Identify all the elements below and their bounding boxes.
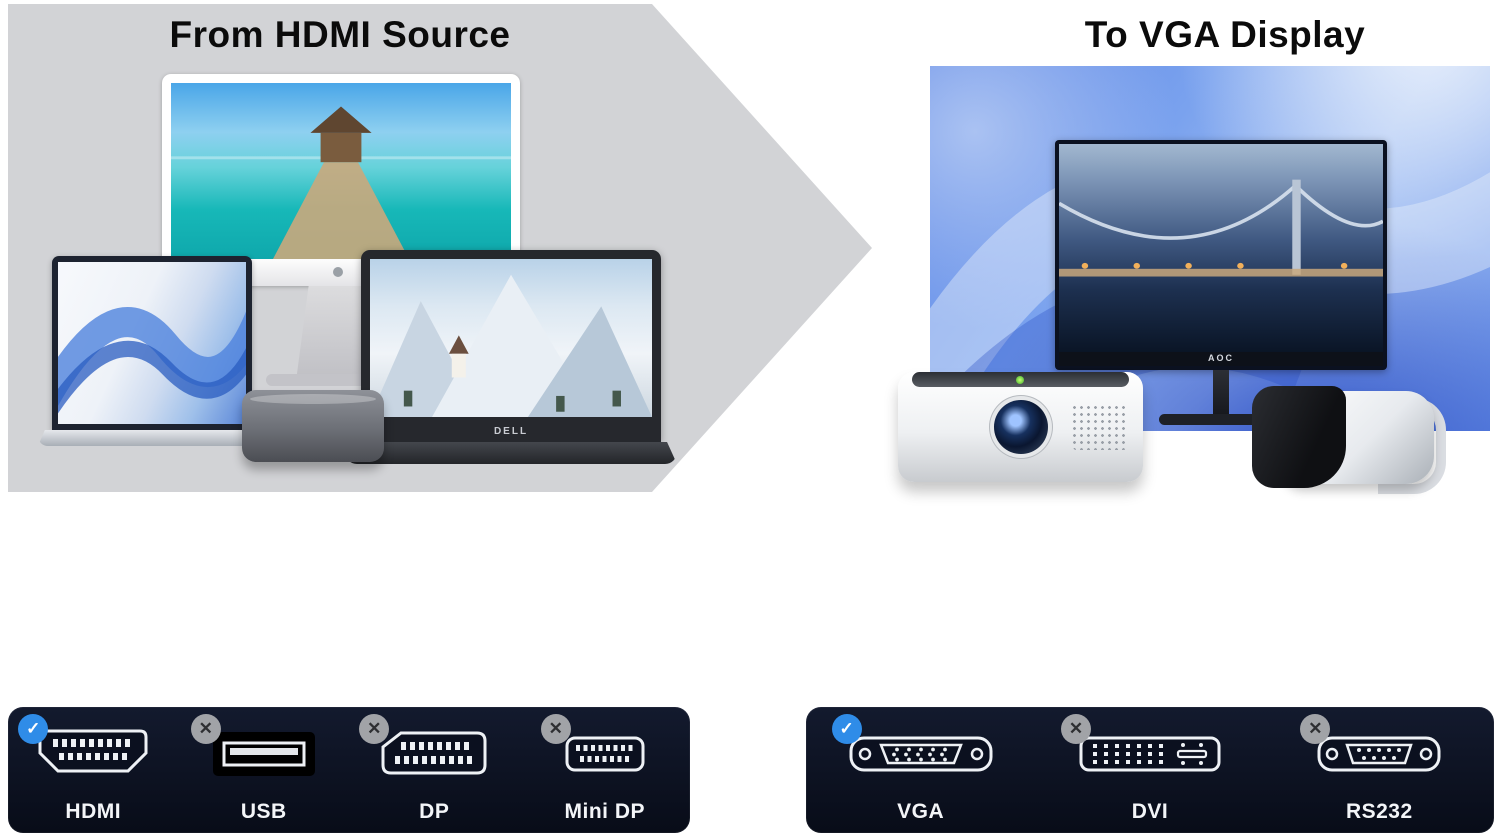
apple-logo-icon (333, 267, 343, 277)
display-title: To VGA Display (1084, 14, 1366, 55)
connector-vga: ✓ (806, 707, 1035, 833)
connector-rs232: ✕ RS232 (1265, 707, 1494, 833)
monitor-base (1159, 414, 1283, 425)
connector-label: USB (240, 800, 287, 823)
mini-displayport-icon (565, 736, 645, 772)
monitor-wallpaper-bridge (1059, 144, 1383, 352)
connector-label: VGA (897, 800, 945, 823)
connector-dvi: ✕ (1035, 707, 1264, 833)
connector-mini-dp: ✕ Mini DP (520, 707, 691, 833)
displayport-icon (381, 731, 487, 775)
monitor-image: AOC (1055, 140, 1387, 436)
connector-label: Mini DP (564, 800, 645, 823)
laptop-right-screen: DELL (361, 250, 661, 442)
rs232-port-icon (1317, 736, 1441, 772)
vr-faceplate (1252, 386, 1346, 488)
cross-badge: ✕ (1300, 714, 1331, 744)
source-connector-panel: ✓ HDMI (8, 707, 690, 833)
projector-vent (1071, 404, 1129, 450)
laptop-left-image (38, 256, 266, 462)
projector-image (898, 372, 1143, 482)
mac-mini-highlight (250, 394, 376, 404)
connector-hdmi: ✓ HDMI (8, 707, 179, 833)
cross-badge: ✕ (540, 714, 571, 744)
monitor-screen: AOC (1055, 140, 1387, 370)
laptop-left-screen (52, 256, 252, 430)
laptop-left-wallpaper (58, 262, 246, 424)
cross-badge: ✕ (359, 714, 390, 744)
display-connector-panel: ✓ (806, 707, 1494, 833)
dvi-port-icon (1079, 736, 1221, 772)
connector-label: HDMI (65, 800, 122, 823)
check-badge: ✓ (831, 714, 862, 744)
cross-badge: ✕ (1060, 714, 1091, 744)
usb-port-icon (212, 732, 315, 776)
imac-wallpaper-beach (171, 83, 511, 259)
mac-mini-image (242, 390, 384, 462)
vr-headset-image (1252, 386, 1448, 494)
projector-lens-icon (994, 400, 1048, 454)
check-badge: ✓ (18, 714, 49, 744)
source-title: From HDMI Source (169, 14, 511, 55)
laptop-right-base (345, 442, 677, 464)
aoc-logo: AOC (1208, 353, 1234, 363)
connector-usb: ✕ USB (179, 707, 350, 833)
projector-led-icon (1016, 376, 1024, 384)
laptop-left-base (38, 430, 266, 446)
connector-label: RS232 (1345, 800, 1413, 823)
laptop-right-wallpaper-mountains (370, 259, 652, 417)
hdmi-port-icon (38, 729, 148, 773)
vga-port-icon (849, 736, 993, 772)
dell-logo: DELL (493, 426, 529, 437)
monitor-bezel: AOC (1059, 352, 1383, 366)
connector-label: DP (419, 800, 450, 823)
monitor-stand (1213, 370, 1229, 416)
connector-label: DVI (1131, 800, 1169, 823)
cross-badge: ✕ (190, 714, 221, 744)
laptop-right-image: DELL (345, 250, 677, 474)
connector-dp: ✕ DP (349, 707, 520, 833)
